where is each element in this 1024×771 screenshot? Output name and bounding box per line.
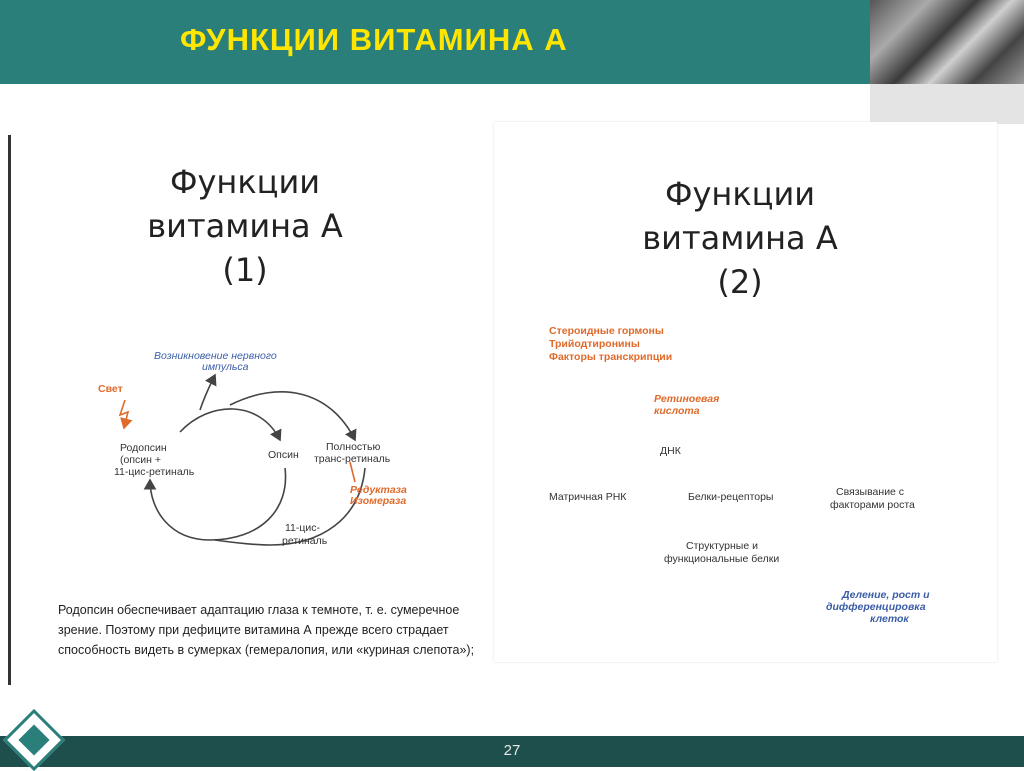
label-division-3: клеток [870, 613, 909, 625]
label-division-1: Деление, рост и [842, 589, 930, 601]
enzyme-arrow [349, 461, 356, 483]
label-cis-2: ретиналь [282, 535, 328, 547]
label-rhodopsin-3: 11-цис-ретиналь [114, 466, 195, 478]
label-trans-1: Полностью [326, 441, 381, 453]
left-title-line2: витамина А [147, 207, 343, 245]
label-rhodopsin-1: Родопсин [120, 442, 167, 454]
right-title-line3: (2) [717, 263, 763, 301]
decorative-strip [870, 84, 1024, 124]
right-title-line1: Функции [664, 175, 816, 213]
label-retinoic-acid-2: кислота [654, 405, 700, 417]
label-transcription-factors: Факторы транскрипции [549, 351, 673, 363]
decorative-corner-image [870, 0, 1024, 84]
label-division-2: дифференцировка [826, 601, 926, 613]
label-receptor-proteins: Белки-рецепторы [688, 491, 774, 503]
label-triiodothyronines: Трийодтиронины [549, 338, 640, 350]
label-steroid-hormones: Стероидные гормоны [549, 325, 664, 337]
light-bolt-icon [118, 399, 133, 430]
label-light: Свет [98, 383, 123, 395]
label-impulse-2: импульса [202, 361, 249, 373]
label-rhodopsin-2: (опсин + [120, 454, 161, 466]
left-figure-panel [8, 135, 496, 685]
label-opsin: Опсин [268, 449, 299, 461]
label-cis-1: 11-цис- [285, 522, 321, 534]
label-dna: ДНК [660, 445, 681, 457]
rhodopsin-description: Родопсин обеспечивает адаптацию глаза к … [58, 603, 475, 657]
label-isomerase: Изомераза [350, 495, 407, 507]
label-binding-2: факторами роста [830, 499, 915, 511]
right-figure-title: Функции витамина А (2) [605, 172, 875, 304]
right-figure-panel [494, 122, 997, 662]
label-retinoic-acid-1: Ретиноевая [654, 393, 720, 405]
left-title-line3: (1) [222, 251, 268, 289]
label-mrna: Матричная РНК [549, 491, 627, 503]
label-binding-1: Связывание с [836, 486, 905, 498]
label-trans-2: транс-ретиналь [314, 453, 391, 465]
label-structural-1: Структурные и [686, 540, 758, 552]
footer-bar [0, 736, 1024, 767]
slide-title: ФУНКЦИИ ВИТАМИНА А [180, 22, 568, 57]
visual-cycle-arrows [143, 373, 366, 546]
left-figure-title: Функции витамина А (1) [110, 160, 380, 292]
right-title-line2: витамина А [642, 219, 838, 257]
left-title-line1: Функции [169, 163, 321, 201]
header-bar: ФУНКЦИИ ВИТАМИНА А [0, 0, 870, 84]
label-reductase: Редуктаза [350, 484, 407, 496]
label-impulse-1: Возникновение нервного [154, 350, 277, 362]
label-structural-2: функциональные белки [664, 553, 780, 565]
page-number: 27 [503, 742, 521, 759]
